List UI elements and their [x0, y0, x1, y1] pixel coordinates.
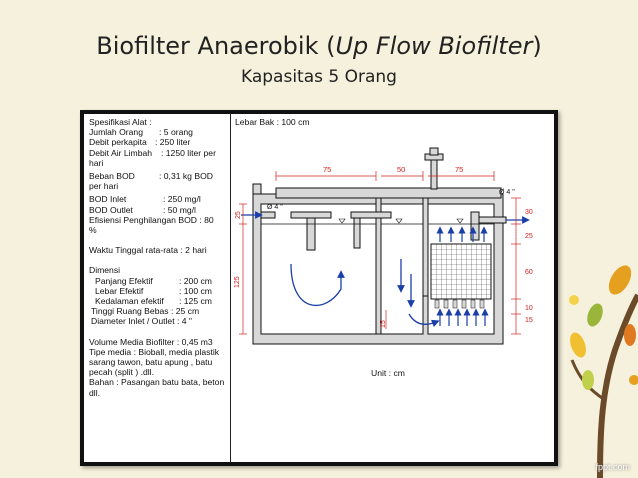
spec-diameter: Diameter Inlet / Outlet : 4 " — [91, 316, 192, 327]
outlet-pipe — [475, 216, 507, 224]
dim-right-30: 30 — [525, 209, 533, 216]
spec-volume-media: Volume Media Biofilter : 0,45 m3 — [89, 336, 213, 347]
spec-label: Beban BOD — [89, 171, 135, 182]
spec-tinggi-ruang: Tinggi Ruang Bebas : 25 cm — [91, 306, 200, 317]
spec-debit-perkapita: Debit perkapita : 250 liter — [89, 137, 230, 147]
title-main: Biofilter Anaerobik ( — [96, 32, 336, 60]
dim-right-10: 10 — [525, 305, 533, 312]
spec-jumlah-orang: Jumlah Orang : 5 orang — [89, 127, 230, 137]
title-italic: Up Flow Biofilter — [335, 32, 533, 60]
spec-tipe-media: Tipe media : Bioball, media plastik sara… — [89, 346, 220, 378]
spec-label: BOD Outlet — [89, 204, 133, 215]
decorative-tree-graphic — [569, 265, 638, 478]
spec-label: Kedalaman efektif — [95, 296, 164, 307]
spec-value: : 0,31 kg BOD — [159, 171, 213, 182]
water-level-marker — [456, 218, 464, 224]
spec-value: : 100 cm — [179, 285, 212, 296]
biofilter-media — [430, 243, 492, 300]
dim-right-15: 15 — [525, 317, 533, 324]
spec-waktu-tinggal: Waktu Tinggal rata-rata : 2 hari — [89, 245, 207, 256]
dim-top-mid: 50 — [397, 165, 405, 174]
water-level-marker — [395, 218, 403, 224]
spec-value: : 5 orang — [159, 127, 193, 138]
divider-wall-2 — [422, 197, 429, 297]
flow-arrow-under — [408, 313, 440, 328]
spec-beban-bod: Beban BOD : 0,31 kg BOD — [89, 171, 230, 181]
spec-value: : 50 mg/l — [163, 204, 196, 215]
vent-cap-top — [429, 147, 439, 156]
dim-top-right: 75 — [455, 165, 463, 174]
spec-debit-air-limbah: Debit Air Limbah : 1250 liter per — [89, 148, 230, 158]
flow-arrows-up — [436, 226, 489, 326]
footer-brand: fppt.com — [595, 462, 630, 472]
spec-value: : 250 liter — [155, 137, 191, 148]
tee-bar-2 — [350, 211, 392, 219]
spec-bahan: Bahan : Pasangan batu bata, beton dll. — [89, 377, 225, 398]
inlet-label: Ø 4 " — [267, 204, 283, 211]
spec-kedalaman: Kedalaman efektif : 125 cm — [89, 296, 230, 306]
spec-label: BOD Inlet — [89, 194, 127, 205]
inlet-bar — [290, 211, 332, 219]
spec-efisiensi-cont: % — [89, 225, 97, 236]
spec-value: : 1250 liter per — [161, 147, 216, 158]
spec-label: Jumlah Orang — [89, 127, 143, 138]
lebar-bak-label: Lebar Bak : 100 cm — [235, 117, 310, 127]
vent-pipe — [430, 158, 438, 190]
outlet-label: Ø 4 " — [499, 189, 515, 196]
biofilter-diagram: Lebar Bak : 100 cm — [231, 114, 554, 462]
dim-right-60: 60 — [525, 269, 533, 276]
spec-heading: Spesifikasi Alat : — [89, 117, 152, 127]
spec-label: Debit perkapita — [89, 137, 147, 148]
spec-debit-air-limbah-cont: hari — [89, 157, 104, 168]
specification-list: Spesifikasi Alat : Jumlah Orang : 5 orang… — [84, 114, 231, 462]
dim-top-left: 75 — [323, 165, 331, 174]
flow-arrow-curve — [290, 263, 345, 306]
spec-bod-inlet: BOD Inlet : 250 mg/l — [89, 194, 230, 204]
dim-left-25: 25 — [235, 211, 242, 219]
spec-value: : 200 cm — [179, 275, 212, 286]
slide-subtitle: Kapasitas 5 Orang — [241, 67, 397, 87]
spec-beban-bod-cont: per hari — [89, 181, 119, 192]
spec-lebar: Lebar Efektif : 100 cm — [89, 286, 230, 296]
water-level-marker — [338, 218, 346, 224]
tank-top-slab — [275, 187, 502, 199]
dim-bottom-left: 15 — [380, 320, 387, 328]
content-panel: Spesifikasi Alat : Jumlah Orang : 5 orang… — [80, 110, 558, 466]
divider-wall-1 — [375, 197, 382, 335]
outlet-tee — [470, 211, 480, 241]
dim-left-125: 125 — [234, 276, 241, 288]
slide-title: Biofilter Anaerobik (Up Flow Biofilter) — [0, 32, 638, 60]
spec-label: Lebar Efektif — [95, 285, 144, 296]
spec-value: : 250 mg/l — [163, 194, 201, 205]
chamber-2 — [380, 203, 424, 335]
title-close: ) — [532, 32, 542, 60]
inlet-pipe — [260, 211, 276, 219]
spec-value: : 125 cm — [179, 296, 212, 307]
unit-label: Unit : cm — [371, 368, 405, 378]
biofilter-cross-section: 75 50 75 25 125 15 Ø 4 " Ø 4 " 30 25 60 … — [234, 147, 533, 345]
spec-bod-outlet: BOD Outlet : 50 mg/l — [89, 205, 230, 215]
spec-panjang: Panjang Efektif : 200 cm — [89, 276, 230, 286]
dim-right-25: 25 — [525, 233, 533, 240]
dimension-lines — [239, 171, 521, 335]
spec-label: Debit Air Limbah — [89, 147, 153, 158]
spec-efisiensi: Efisiensi Penghilangan BOD : 80 — [89, 214, 214, 225]
spec-dimensi: Dimensi — [89, 265, 121, 276]
spec-label: Panjang Efektif — [95, 275, 153, 286]
support-nozzles — [434, 299, 485, 309]
